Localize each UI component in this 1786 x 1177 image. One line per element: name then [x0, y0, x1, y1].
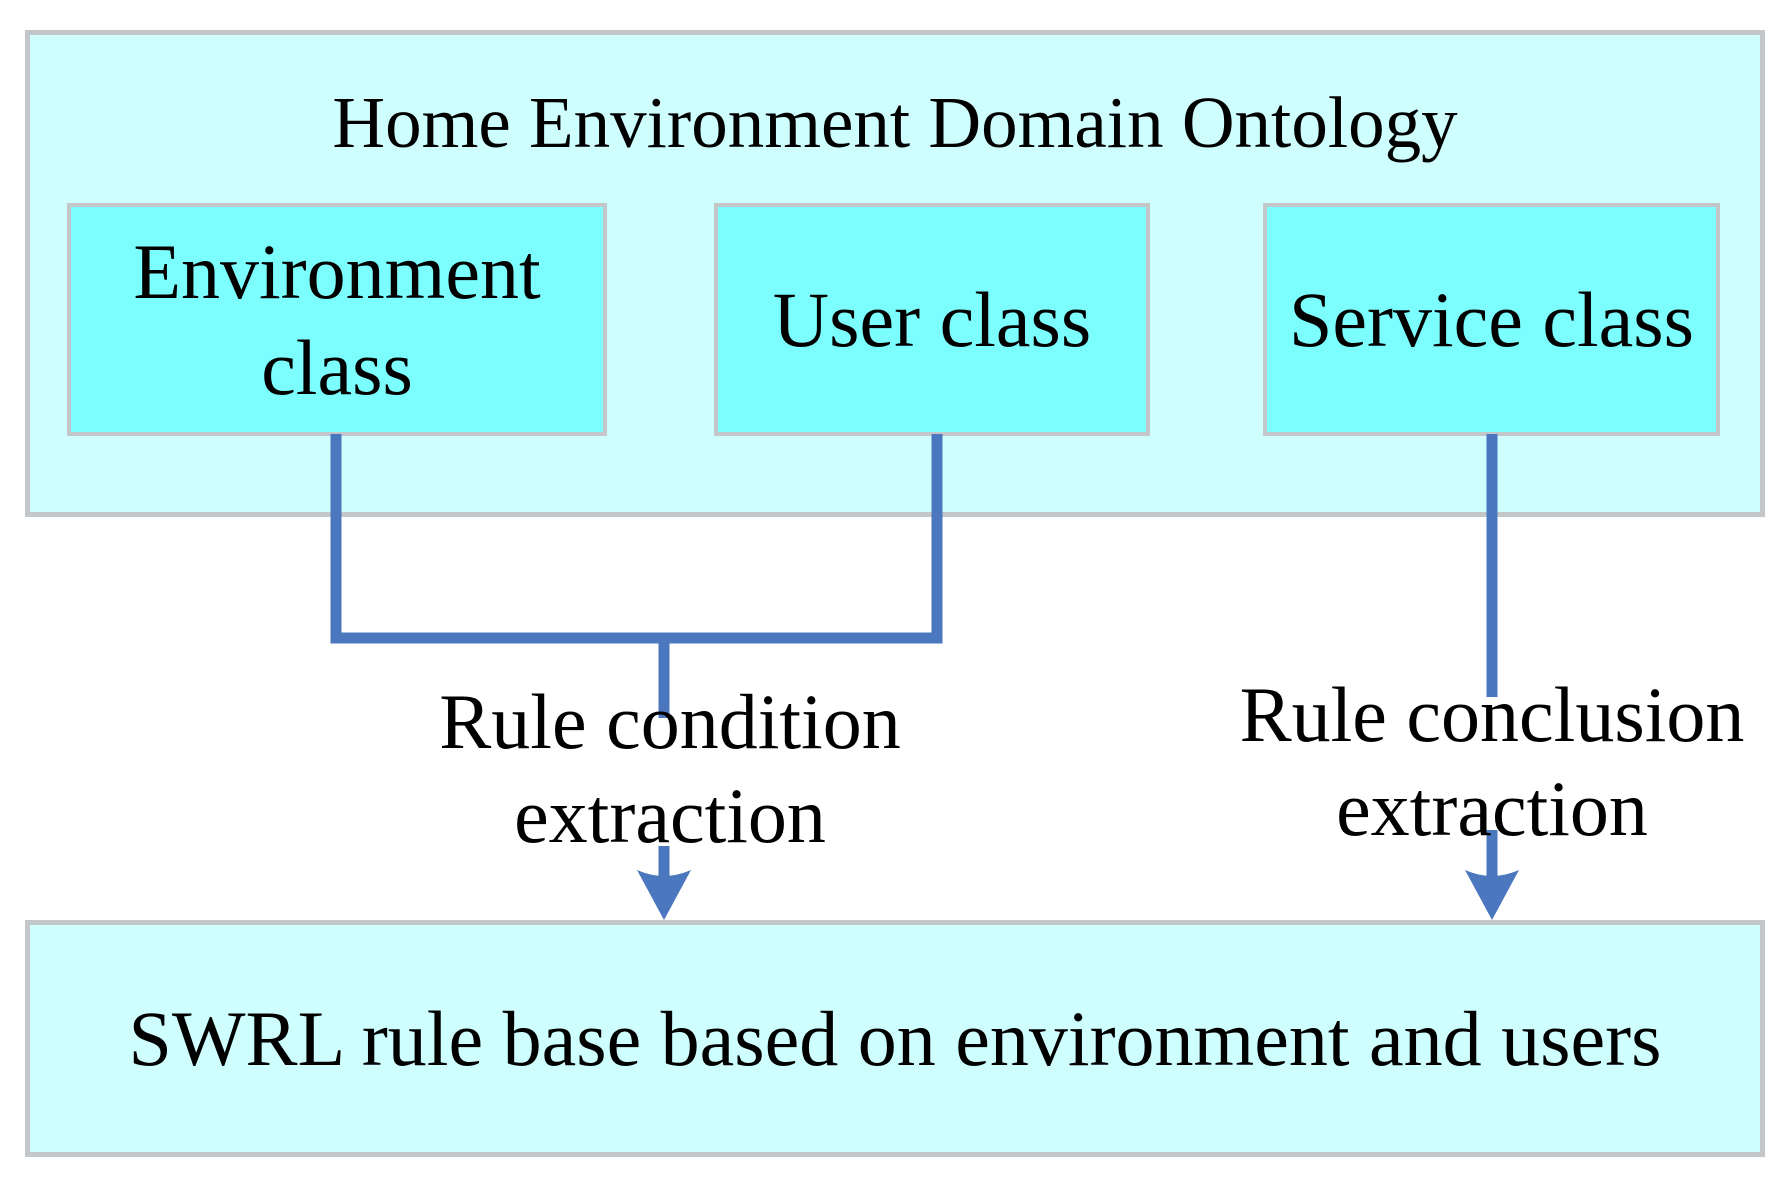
- rule-conclusion-extraction-label: Rule conclusion extraction: [1239, 671, 1745, 852]
- rule-base-label: SWRL rule base based on environment and …: [128, 994, 1662, 1082]
- rule-base-panel: SWRL rule base based on environment and …: [25, 920, 1765, 1157]
- environment-class-box: Environment class: [67, 203, 607, 436]
- user-class-box: User class: [714, 203, 1150, 436]
- condition-down-arrow-icon: [637, 870, 691, 920]
- ontology-panel-title: Home Environment Domain Ontology: [332, 82, 1458, 163]
- service-class-box: Service class: [1263, 203, 1720, 436]
- conclusion-down-arrow-icon: [1465, 870, 1519, 920]
- service-class-label: Service class: [1288, 275, 1694, 363]
- environment-class-label: Environment class: [133, 228, 541, 411]
- user-class-label: User class: [772, 275, 1092, 363]
- rule-condition-extraction-label: Rule condition extraction: [439, 678, 901, 859]
